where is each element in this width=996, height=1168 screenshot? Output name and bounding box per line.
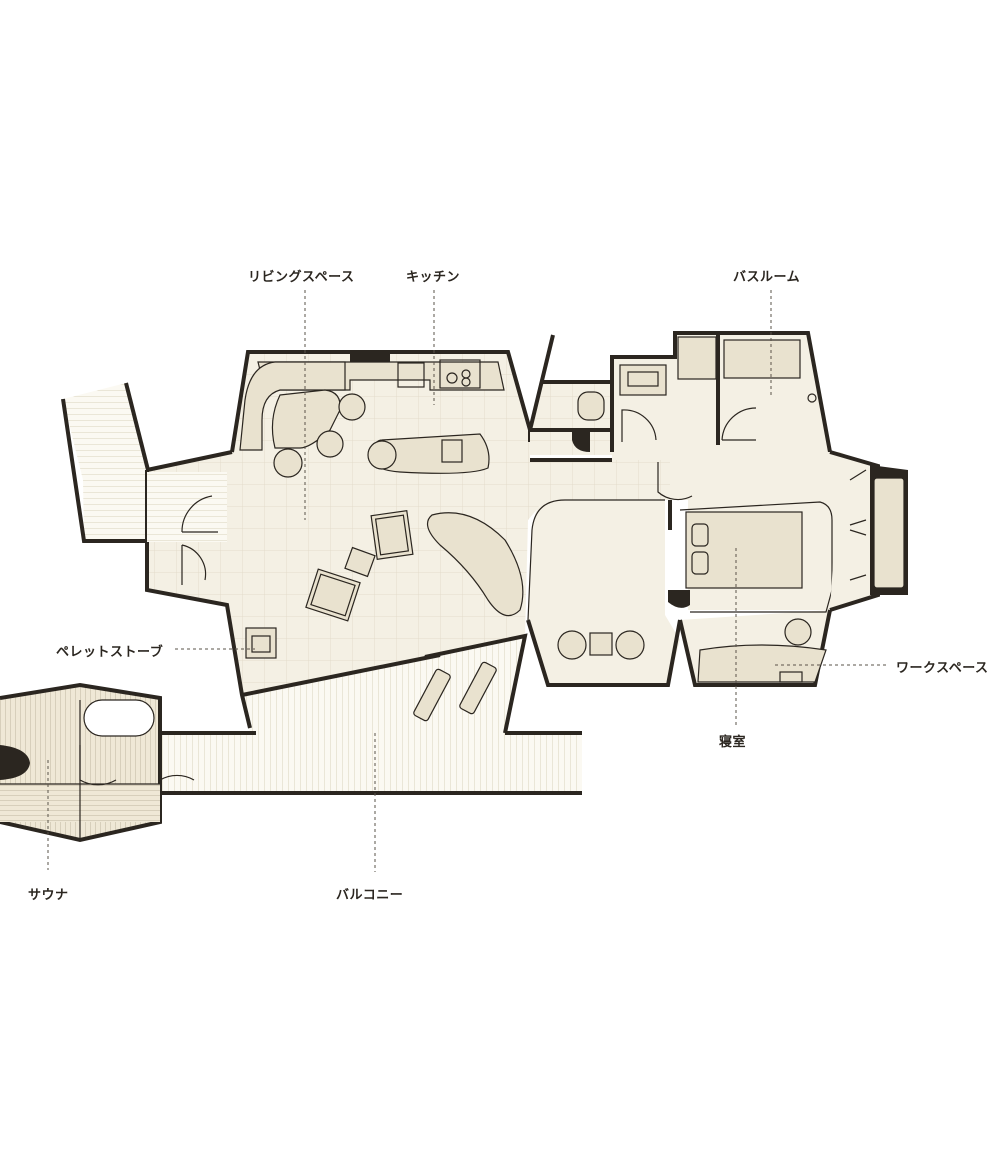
lounge-seating	[305, 510, 524, 622]
label-living: リビングスペース	[248, 270, 355, 285]
label-bedroom: 寝室	[719, 735, 747, 750]
dining-room	[526, 499, 682, 687]
label-sauna: サウナ	[28, 888, 69, 903]
label-balcony: バルコニー	[336, 888, 404, 903]
deck-chairs	[413, 661, 497, 722]
sofa	[239, 361, 366, 478]
label-kitchen: キッチン	[406, 270, 461, 285]
kitchen-island	[367, 433, 490, 474]
bay-window	[829, 450, 908, 612]
sauna	[0, 682, 195, 843]
label-bathroom: バスルーム	[733, 270, 801, 285]
staircase	[61, 382, 150, 543]
label-workspace: ワークスペース	[896, 661, 989, 676]
leader-lines	[47, 290, 888, 872]
toilet	[528, 334, 612, 455]
bathroom	[610, 331, 832, 453]
bedroom	[668, 501, 833, 687]
pellet-stove	[245, 627, 277, 659]
label-pellet-stove: ペレットストーブ	[56, 645, 164, 660]
entry	[147, 472, 227, 585]
